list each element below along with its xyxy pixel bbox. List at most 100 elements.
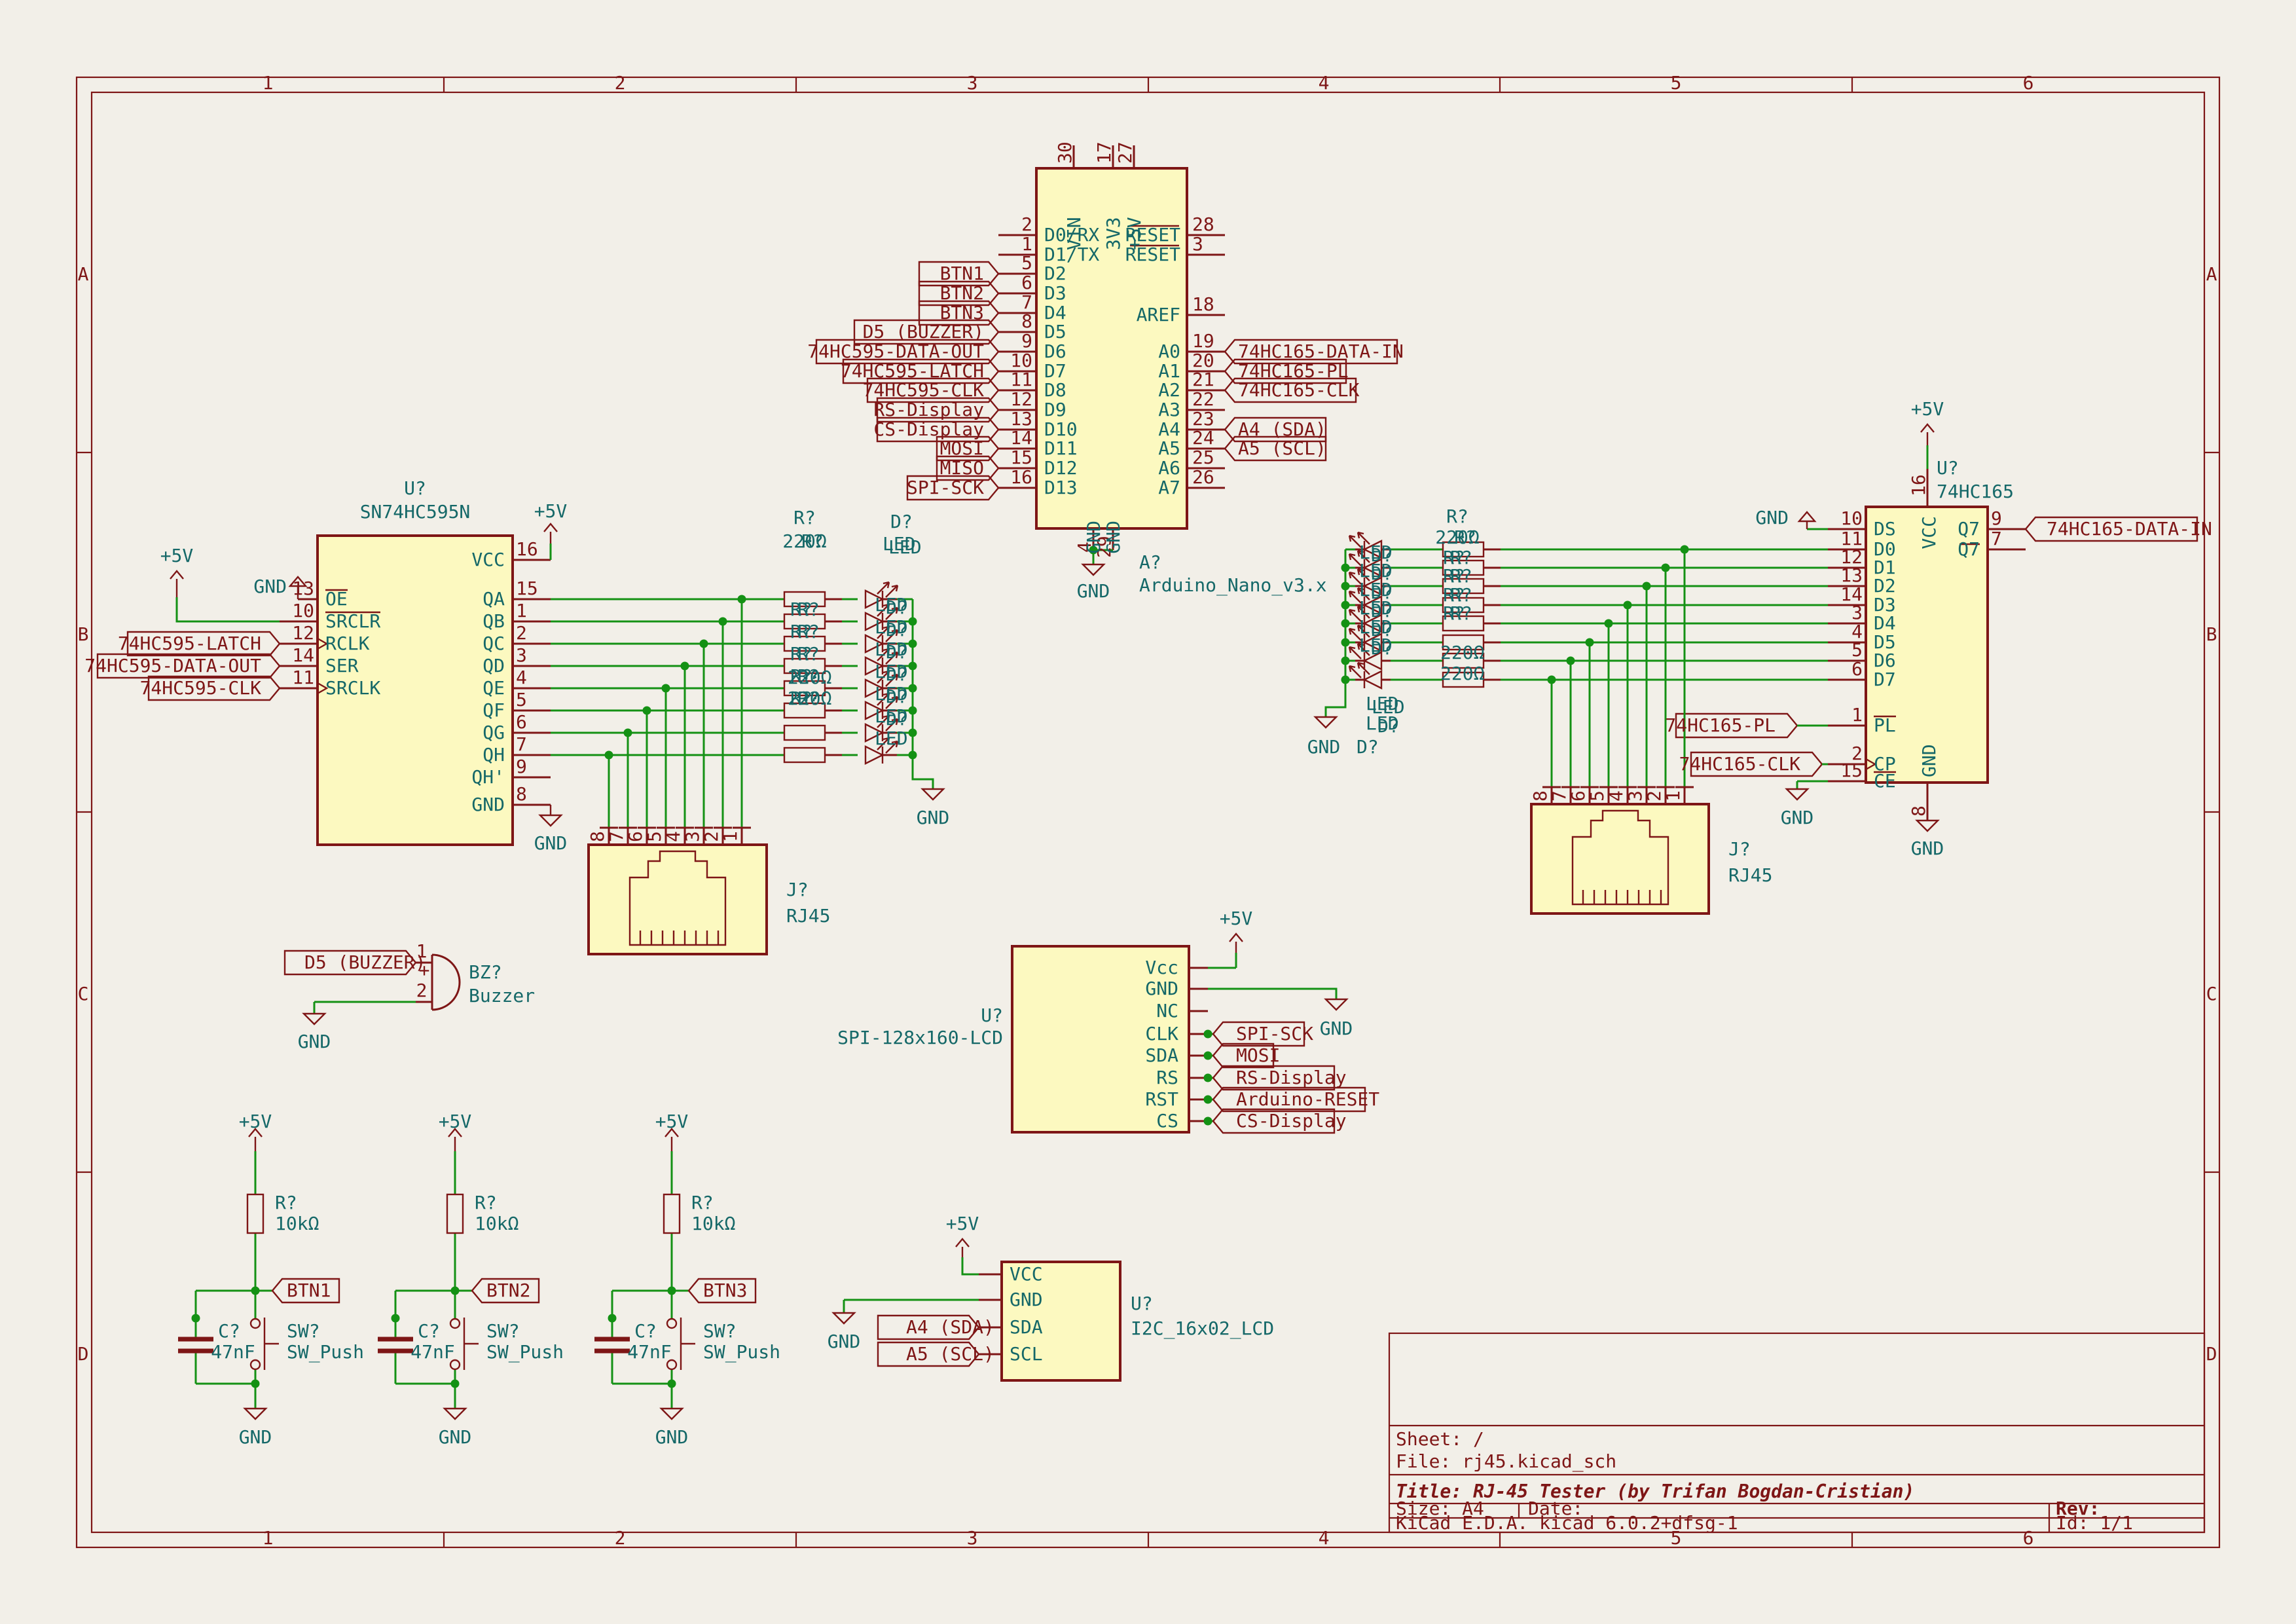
pin-name: D11 (1044, 437, 1078, 459)
label-595-clk: 74HC595-CLK (863, 379, 985, 401)
pin-name: A0 (1158, 341, 1180, 362)
power-gnd: GND (655, 1426, 689, 1448)
col-4-top: 4 (1319, 72, 1330, 94)
pin-num: 13 (292, 578, 314, 599)
gnd-symbol (1915, 819, 1940, 832)
rj45-value: RJ45 (1728, 864, 1772, 886)
pin-num: 1 (1851, 704, 1863, 726)
gnd-symbol (1785, 788, 1810, 801)
power-gnd: GND (828, 1331, 861, 1352)
pin-num: 15 (1010, 447, 1032, 468)
hc595-value: SN74HC595N (360, 501, 471, 523)
button-circuit-1 (178, 1128, 340, 1420)
pin-num: 6 (516, 711, 527, 733)
pin-name: D0/RX (1044, 224, 1099, 246)
rj45-pin-num: 8 (587, 831, 608, 842)
pin-num: 15 (1840, 760, 1863, 781)
res-ref: R? (801, 530, 824, 552)
pin-name: A1 (1158, 360, 1180, 382)
pin-num: 4 (516, 667, 527, 688)
tb-id: Id: 1/1 (2056, 1512, 2133, 1534)
res-value: 10kΩ (275, 1213, 319, 1234)
pin-name: GND (471, 794, 505, 815)
pin-name: SCL (1010, 1343, 1043, 1365)
cap-ref: C? (634, 1320, 657, 1342)
led-value: LED (1359, 597, 1393, 619)
gnd-symbol (1797, 511, 1817, 529)
led-ref: D? (1371, 600, 1393, 621)
led-value: LED (883, 533, 916, 555)
pin-name: NC (1156, 1000, 1178, 1022)
label-spi-sck: SPI-SCK (1236, 1023, 1313, 1044)
p5v-symbol (543, 523, 558, 544)
label-165-pl: 74HC165-PL (1238, 360, 1349, 382)
wire (175, 597, 280, 623)
hc595-ref: U? (404, 477, 426, 499)
rj45-pin-num: 4 (1605, 790, 1627, 802)
label-a5-scl: A5 (SCL) (1238, 437, 1326, 459)
capacitor (178, 1337, 213, 1354)
label-btn2: BTN2 (940, 282, 984, 304)
wire (961, 1257, 979, 1276)
pin-name: QH' (471, 766, 505, 788)
power-gnd: GND (439, 1426, 472, 1448)
rj45-ref: J? (786, 879, 809, 900)
res-ref: R? (1450, 602, 1472, 624)
label-d5-buzzer: D5 (BUZZER) (863, 321, 984, 342)
tb-tool: KiCad E.D.A. kicad 6.0.2+dfsg-1 (1396, 1512, 1738, 1534)
res-ref: R? (1450, 565, 1472, 587)
pin-num: 29 (1093, 536, 1115, 558)
pin-name: D1 (1874, 557, 1896, 578)
pin-name: RST (1145, 1088, 1178, 1110)
row-c-right: C (2206, 983, 2217, 1005)
pin-name: CE (1874, 770, 1896, 792)
pin-name: D0 (1874, 538, 1896, 560)
led-ref: D? (1371, 581, 1393, 603)
pin-name: D2 (1044, 263, 1066, 284)
led-ref: D? (890, 511, 913, 532)
row-b-left: B (78, 623, 89, 645)
pin-name: QA (483, 588, 505, 610)
label-mosi: MOSI (940, 437, 984, 459)
pin-num: 2 (1851, 743, 1863, 764)
pin-name: GND (1083, 521, 1104, 554)
pin-name: CLK (1145, 1023, 1178, 1044)
pin-name: SRCLK (325, 677, 380, 699)
pin-num: 16 (1908, 474, 1929, 496)
label-mosi: MOSI (1236, 1044, 1280, 1066)
rj45-jack-glyph (629, 850, 727, 946)
pin-num: 17 (1093, 141, 1115, 164)
wire (313, 1001, 416, 1014)
led-ref: D? (886, 708, 908, 729)
rj45-pin-num: 7 (1548, 790, 1570, 802)
power-5v: +5V (439, 1111, 472, 1132)
power-gnd: GND (1911, 838, 1944, 859)
pin-num: 4 (1851, 621, 1863, 642)
pin-name: QG (483, 722, 505, 743)
gnd-symbol (1081, 563, 1106, 576)
res-ref: R? (1443, 547, 1465, 568)
label-a5-scl: A5 (SCL) (906, 1343, 994, 1365)
pin-num: 19 (1192, 330, 1214, 352)
rj45-pin-num: 6 (625, 831, 646, 842)
pin-num: 24 (1192, 427, 1214, 449)
rj45-value: RJ45 (786, 905, 830, 927)
spi-lcd-ref: U? (981, 1005, 1003, 1026)
col-4-bot: 4 (1319, 1527, 1330, 1549)
pin-plus: + (419, 959, 430, 981)
pin-name: A2 (1158, 379, 1180, 401)
pin-num: 1 (416, 940, 428, 962)
pin-name: D4 (1044, 302, 1066, 323)
row-a-left: A (78, 263, 89, 285)
power-gnd: GND (534, 832, 568, 854)
p5v-symbol (170, 570, 184, 597)
pin-name: QC (483, 633, 505, 654)
pin-name: CS (1156, 1110, 1178, 1132)
pin-num: 25 (1192, 447, 1214, 468)
tb-rev: Rev: (2056, 1498, 2100, 1519)
led-value: LED (1359, 579, 1393, 600)
gnd-symbol (288, 576, 308, 599)
res-value: 220Ω (782, 530, 826, 552)
cap-value: 47nF (627, 1341, 671, 1363)
cap-value: 47nF (410, 1341, 454, 1363)
